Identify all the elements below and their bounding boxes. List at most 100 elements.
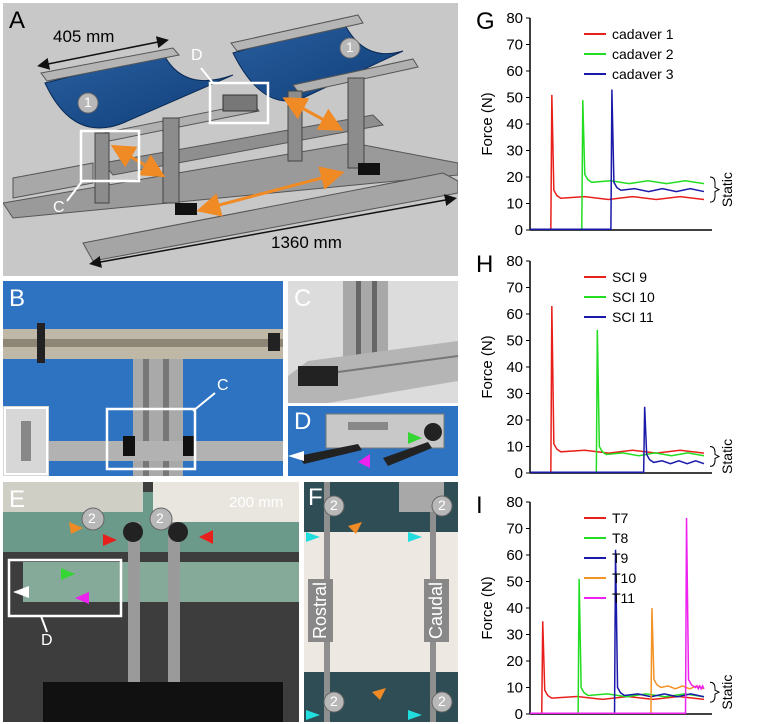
legend-label: SCI 9: [612, 269, 647, 285]
cyan-arrowhead-icon: [306, 710, 320, 720]
static-bracket: [709, 446, 721, 467]
y-axis-label: Force (N): [479, 576, 496, 639]
panel-label: E: [9, 486, 26, 513]
photo-e: [3, 482, 299, 722]
magenta-arrowhead-icon: [75, 592, 89, 604]
y-tick-label: 80: [506, 253, 523, 270]
series-line: [530, 89, 705, 230]
badge-2-text: 2: [88, 510, 96, 526]
callout-c-label: C: [217, 377, 229, 394]
series-line: [530, 94, 705, 230]
frame-render: [3, 14, 458, 268]
panel-label: C: [294, 285, 312, 312]
y-tick-label: 40: [506, 359, 523, 376]
rostral-label: Rostral: [308, 578, 333, 642]
badge-2-text: 2: [330, 693, 338, 709]
panel-c: C: [288, 281, 458, 403]
red-arrowhead-icon: [103, 534, 117, 546]
badge-1-text: 1: [346, 39, 354, 55]
legend-label: T9: [612, 550, 629, 566]
static-label: Static: [719, 675, 735, 710]
callout-d-label: D: [191, 47, 203, 64]
legend-label: T10: [612, 570, 636, 586]
orange-arrowhead-icon: [348, 522, 362, 534]
y-tick-label: 80: [506, 10, 523, 27]
red-arrowhead-icon: [199, 530, 213, 544]
legend-label: cadaver 1: [612, 26, 674, 42]
legend-label: SCI 10: [612, 289, 655, 305]
legend-label: cadaver 2: [612, 46, 674, 62]
callout-d-label: D: [41, 632, 53, 649]
series-line: [530, 578, 705, 714]
callout-c-label: C: [53, 199, 65, 216]
badge-2-text: 2: [330, 497, 338, 513]
panel-label: G: [476, 8, 495, 35]
panel-f: F Rostral Caudal 2 2 2 2: [304, 482, 458, 722]
y-tick-label: 30: [506, 386, 523, 403]
y-tick-label: 0: [515, 706, 523, 723]
callout-box-d: [208, 81, 270, 125]
cyan-arrowhead-icon: [408, 532, 422, 542]
legend-label: T7: [612, 510, 629, 526]
y-tick-label: 80: [506, 494, 523, 511]
legend-label: T8: [612, 530, 629, 546]
magenta-arrowhead-icon: [358, 454, 370, 468]
panel-label: I: [476, 492, 483, 519]
white-arrowhead-icon: [288, 451, 304, 461]
y-tick-label: 50: [506, 90, 523, 107]
series-line: [530, 607, 705, 714]
y-tick-label: 30: [506, 143, 523, 160]
y-tick-label: 50: [506, 574, 523, 591]
y-tick-label: 60: [506, 306, 523, 323]
panel-b: B C: [3, 281, 283, 476]
y-tick-label: 60: [506, 63, 523, 80]
badge-1-left: [77, 92, 99, 114]
panel-a: A 405 mm 1360 mm C D 1 1: [3, 3, 458, 276]
legend-label: T11: [612, 590, 635, 606]
cyan-arrowhead-icon: [408, 710, 422, 720]
y-tick-label: 70: [506, 37, 523, 54]
callout-box-d: [7, 558, 123, 618]
series-line: [530, 306, 705, 473]
y-tick-label: 40: [506, 116, 523, 133]
caudal-label: Caudal: [424, 578, 449, 642]
badge-2-text: 2: [438, 497, 446, 513]
y-axis-label: Force (N): [479, 92, 496, 155]
green-arrowhead-icon: [61, 568, 75, 580]
panel-label: D: [294, 408, 312, 435]
orange-arrowhead-icon: [69, 522, 83, 534]
white-arrowhead-icon: [13, 586, 29, 598]
green-arrowhead-icon: [408, 432, 422, 444]
photo-d: [288, 406, 458, 476]
static-bracket: [709, 176, 721, 203]
y-tick-label: 50: [506, 333, 523, 350]
y-tick-label: 40: [506, 600, 523, 617]
badge-1-right: [339, 37, 361, 59]
series-line: [530, 549, 705, 714]
dimension-width-label: 405 mm: [53, 27, 115, 46]
badge-1-text: 1: [84, 94, 92, 110]
y-tick-label: 10: [506, 439, 523, 456]
static-bracket: [709, 681, 721, 703]
panel-e: E 200 mm D 2 2: [3, 482, 299, 722]
y-tick-label: 20: [506, 169, 523, 186]
cyan-arrowhead-icon: [306, 532, 320, 542]
static-label: Static: [719, 439, 735, 474]
y-tick-label: 20: [506, 412, 523, 429]
series-line: [530, 621, 705, 714]
panel-label: A: [9, 7, 26, 34]
series-line: [530, 100, 705, 230]
y-tick-label: 60: [506, 547, 523, 564]
panel-label: F: [308, 484, 323, 511]
series-line: [530, 406, 705, 473]
y-tick-label: 0: [515, 222, 523, 239]
badge-2-text: 2: [438, 693, 446, 709]
series-line: [530, 517, 705, 714]
orange-arrowhead-icon: [372, 688, 386, 700]
photo-b: [3, 281, 283, 476]
